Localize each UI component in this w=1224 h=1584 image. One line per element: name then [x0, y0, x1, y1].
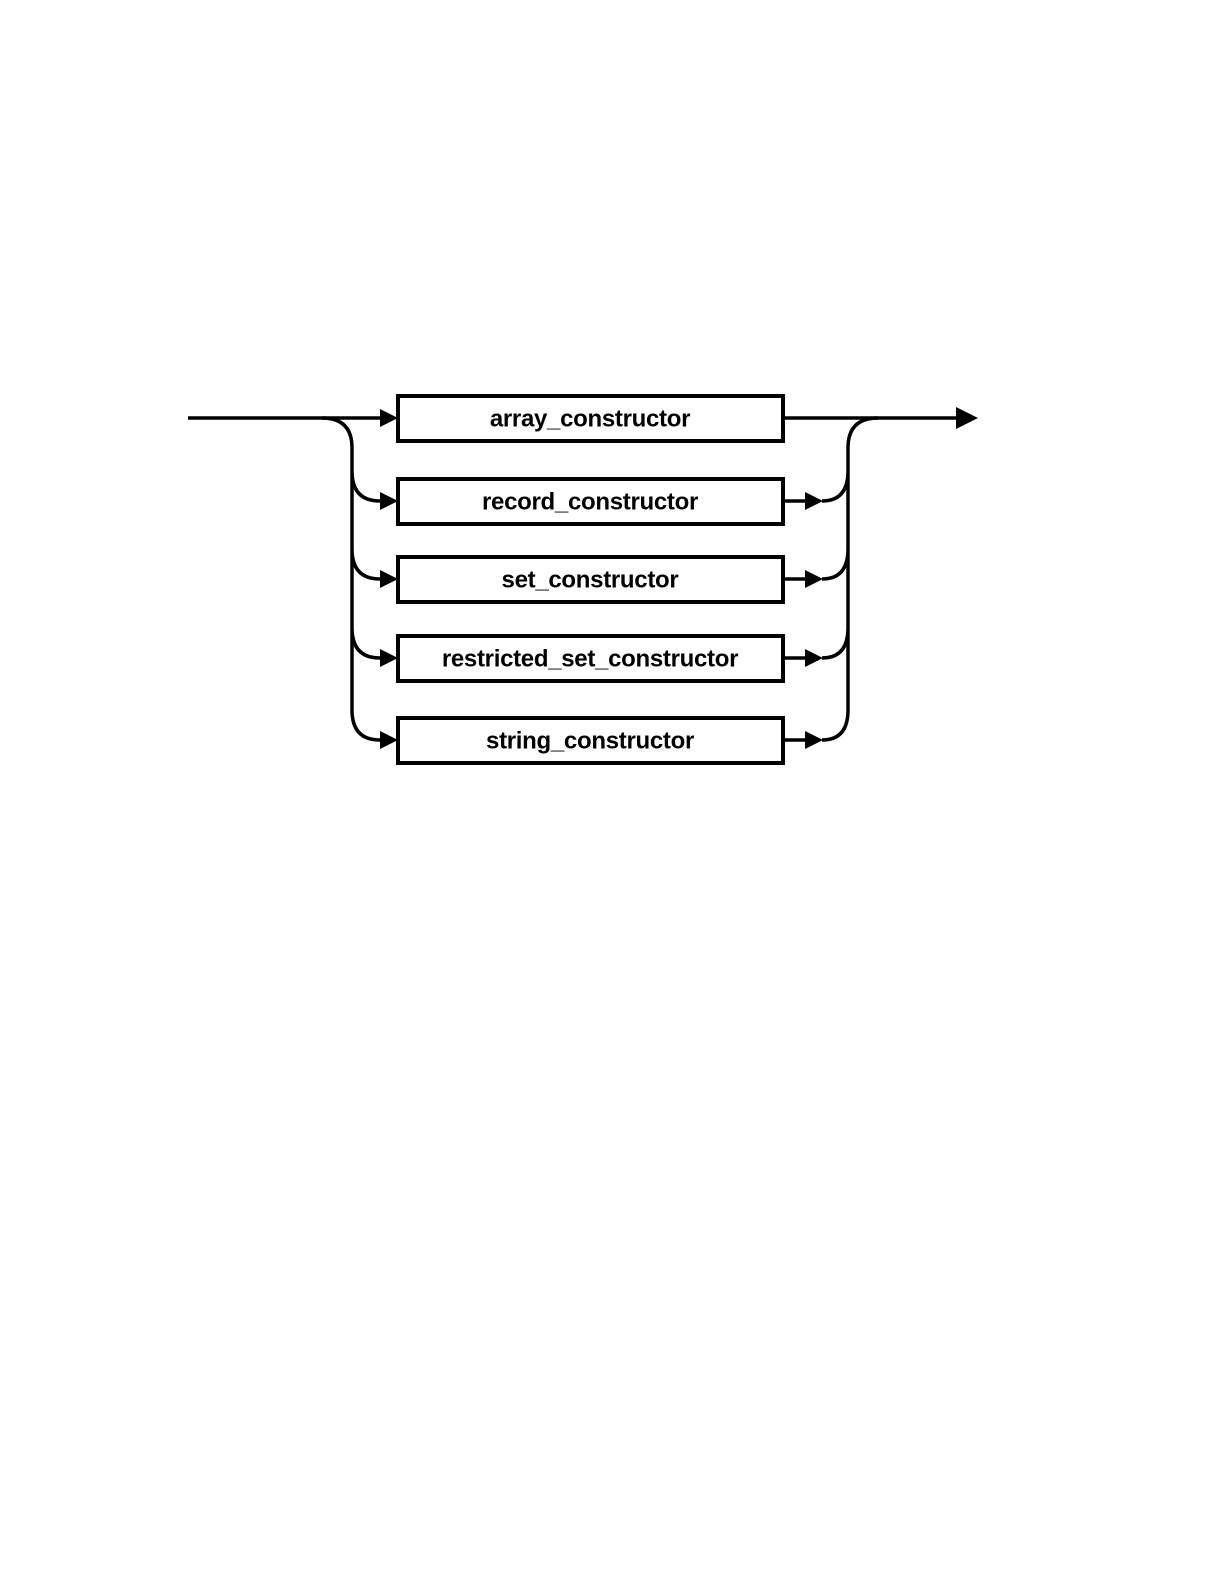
- arrowhead-out-string-constructor: [805, 731, 823, 749]
- node-box-array-constructor: [396, 394, 785, 443]
- arrowhead-out-set-constructor: [805, 570, 823, 588]
- exit-arrowhead: [956, 407, 978, 429]
- node-label-string-constructor: string_constructor: [486, 728, 694, 755]
- arrowhead-out-record-constructor: [805, 492, 823, 510]
- arrowhead-out-restricted-set-constructor: [805, 649, 823, 667]
- node-box-string-constructor: [396, 716, 785, 765]
- left-branch-rail: [321, 416, 381, 742]
- right-merge-rail: [783, 416, 879, 742]
- arrowhead-into-string-constructor: [380, 731, 398, 749]
- arrowhead-into-restricted-set-constructor: [380, 649, 398, 667]
- node-label-set-constructor: set_constructor: [502, 567, 679, 594]
- node-box-record-constructor: [396, 477, 785, 526]
- node-label-array-constructor: array_constructor: [490, 406, 690, 433]
- node-box-restricted-set-constructor: [396, 634, 785, 683]
- arrowhead-into-array-constructor: [380, 409, 398, 427]
- node-label-restricted-set-constructor: restricted_set_constructor: [442, 646, 738, 673]
- arrowhead-into-set-constructor: [380, 570, 398, 588]
- node-box-set-constructor: [396, 555, 785, 604]
- arrowhead-into-record-constructor: [380, 492, 398, 510]
- node-label-record-constructor: record_constructor: [482, 489, 698, 516]
